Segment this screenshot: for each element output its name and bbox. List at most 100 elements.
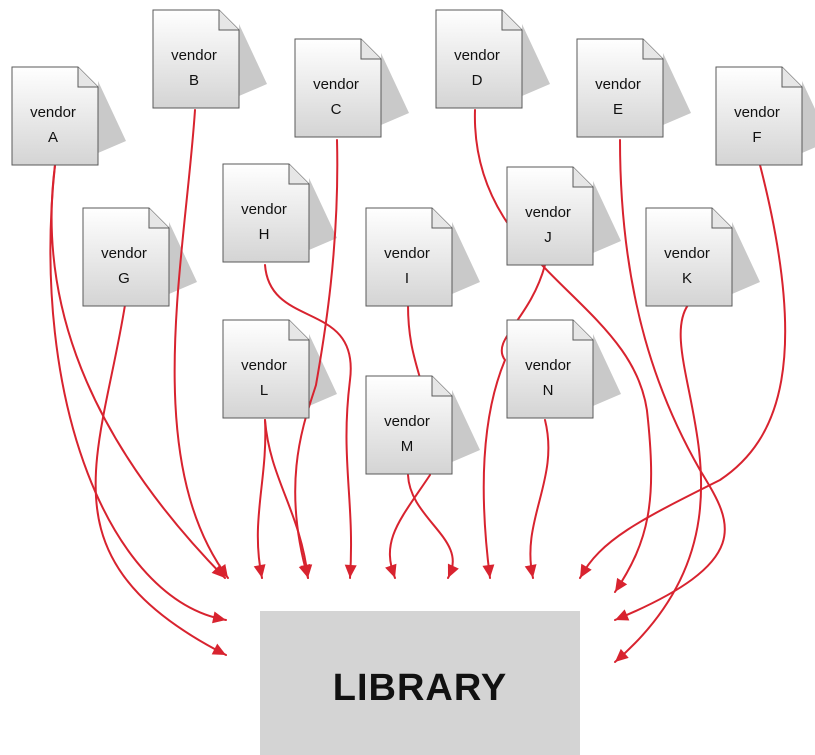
vendor-letter: F	[752, 129, 761, 146]
arrow-17	[579, 164, 787, 579]
vendor-word: vendor	[384, 245, 430, 262]
document-shape	[365, 207, 453, 307]
document-shape	[506, 166, 594, 266]
arrowhead-5	[344, 564, 357, 578]
document-fold	[572, 320, 593, 341]
arrow-9	[407, 304, 421, 379]
vendor-word: vendor	[664, 245, 710, 262]
arrow-2	[173, 109, 229, 579]
arrow-3	[49, 164, 227, 621]
document-fold	[431, 208, 452, 229]
vendor-word: vendor	[525, 204, 571, 221]
vendor-letter: G	[118, 270, 130, 287]
vendor-letter: B	[189, 72, 199, 89]
vendor-d-shadow	[522, 24, 550, 96]
document-shape	[222, 163, 310, 263]
arrowhead-4	[211, 643, 226, 655]
vendor-h-shadow	[309, 178, 337, 250]
document-fold	[77, 67, 98, 88]
arrowhead-10	[447, 563, 459, 578]
vendor-b-shadow	[239, 24, 267, 96]
vendor-letter: A	[48, 129, 58, 146]
arrowhead-16	[615, 648, 629, 662]
vendor-c-shadow	[381, 53, 409, 125]
vendor-letter: C	[331, 101, 342, 118]
arrow-6	[294, 139, 339, 579]
vendor-n-shadow	[593, 334, 621, 406]
arrowhead-13	[524, 564, 537, 578]
document-fold	[572, 167, 593, 188]
document-fold	[431, 376, 452, 397]
vendor-j-shadow	[593, 181, 621, 253]
arrow-13	[529, 419, 550, 579]
vendor-letter: J	[544, 229, 552, 246]
vendor-f-shadow	[802, 81, 815, 153]
arrow-5	[264, 264, 353, 579]
vendor-word: vendor	[525, 357, 571, 374]
arrows-layer	[49, 109, 787, 663]
vendor-k-shadow	[732, 222, 760, 294]
vendor-word: vendor	[384, 413, 430, 430]
arrow-7	[256, 419, 267, 579]
vendor-word: vendor	[171, 47, 217, 64]
document-fold	[288, 164, 309, 185]
vendor-letter: E	[613, 101, 623, 118]
vendor-word: vendor	[101, 245, 147, 262]
document-fold	[501, 10, 522, 31]
vendor-word: vendor	[30, 104, 76, 121]
document-shape	[11, 66, 99, 166]
vendor-m-shadow	[452, 390, 480, 462]
arrow-11	[388, 474, 431, 579]
vendor-e-shadow	[663, 53, 691, 125]
arrowhead-11	[385, 563, 397, 578]
vendor-word: vendor	[595, 76, 641, 93]
arrow-16	[614, 304, 702, 663]
document-fold	[642, 39, 663, 60]
arrowhead-14	[615, 577, 628, 592]
arrow-8	[264, 419, 309, 579]
library-box: LIBRARY	[260, 611, 580, 755]
arrowhead-7	[253, 564, 266, 578]
document-fold	[711, 208, 732, 229]
vendor-letter: L	[260, 382, 268, 399]
vendor-word: vendor	[241, 201, 287, 218]
vendor-word: vendor	[454, 47, 500, 64]
document-shape	[294, 38, 382, 138]
arrowhead-15	[615, 609, 630, 621]
vendor-word: vendor	[241, 357, 287, 374]
arrow-4	[94, 304, 227, 656]
document-fold	[288, 320, 309, 341]
arrow-14	[473, 109, 653, 593]
document-fold	[148, 208, 169, 229]
arrowhead-17	[580, 563, 592, 578]
document-fold	[218, 10, 239, 31]
vendor-letter: I	[405, 270, 409, 287]
vendor-letter: M	[401, 438, 414, 455]
vendor-letter: N	[543, 382, 554, 399]
document-shadows	[98, 24, 815, 462]
document-fold	[360, 39, 381, 60]
vendor-letter: H	[259, 226, 270, 243]
document-fold	[781, 67, 802, 88]
arrowhead-12	[482, 564, 495, 578]
document-shape	[715, 66, 803, 166]
arrowhead-3	[212, 611, 226, 624]
vendor-a-shadow	[98, 81, 126, 153]
document-shape	[576, 38, 664, 138]
vendor-letter: D	[472, 72, 483, 89]
arrowhead-8	[300, 564, 313, 578]
document-shape	[506, 319, 594, 419]
